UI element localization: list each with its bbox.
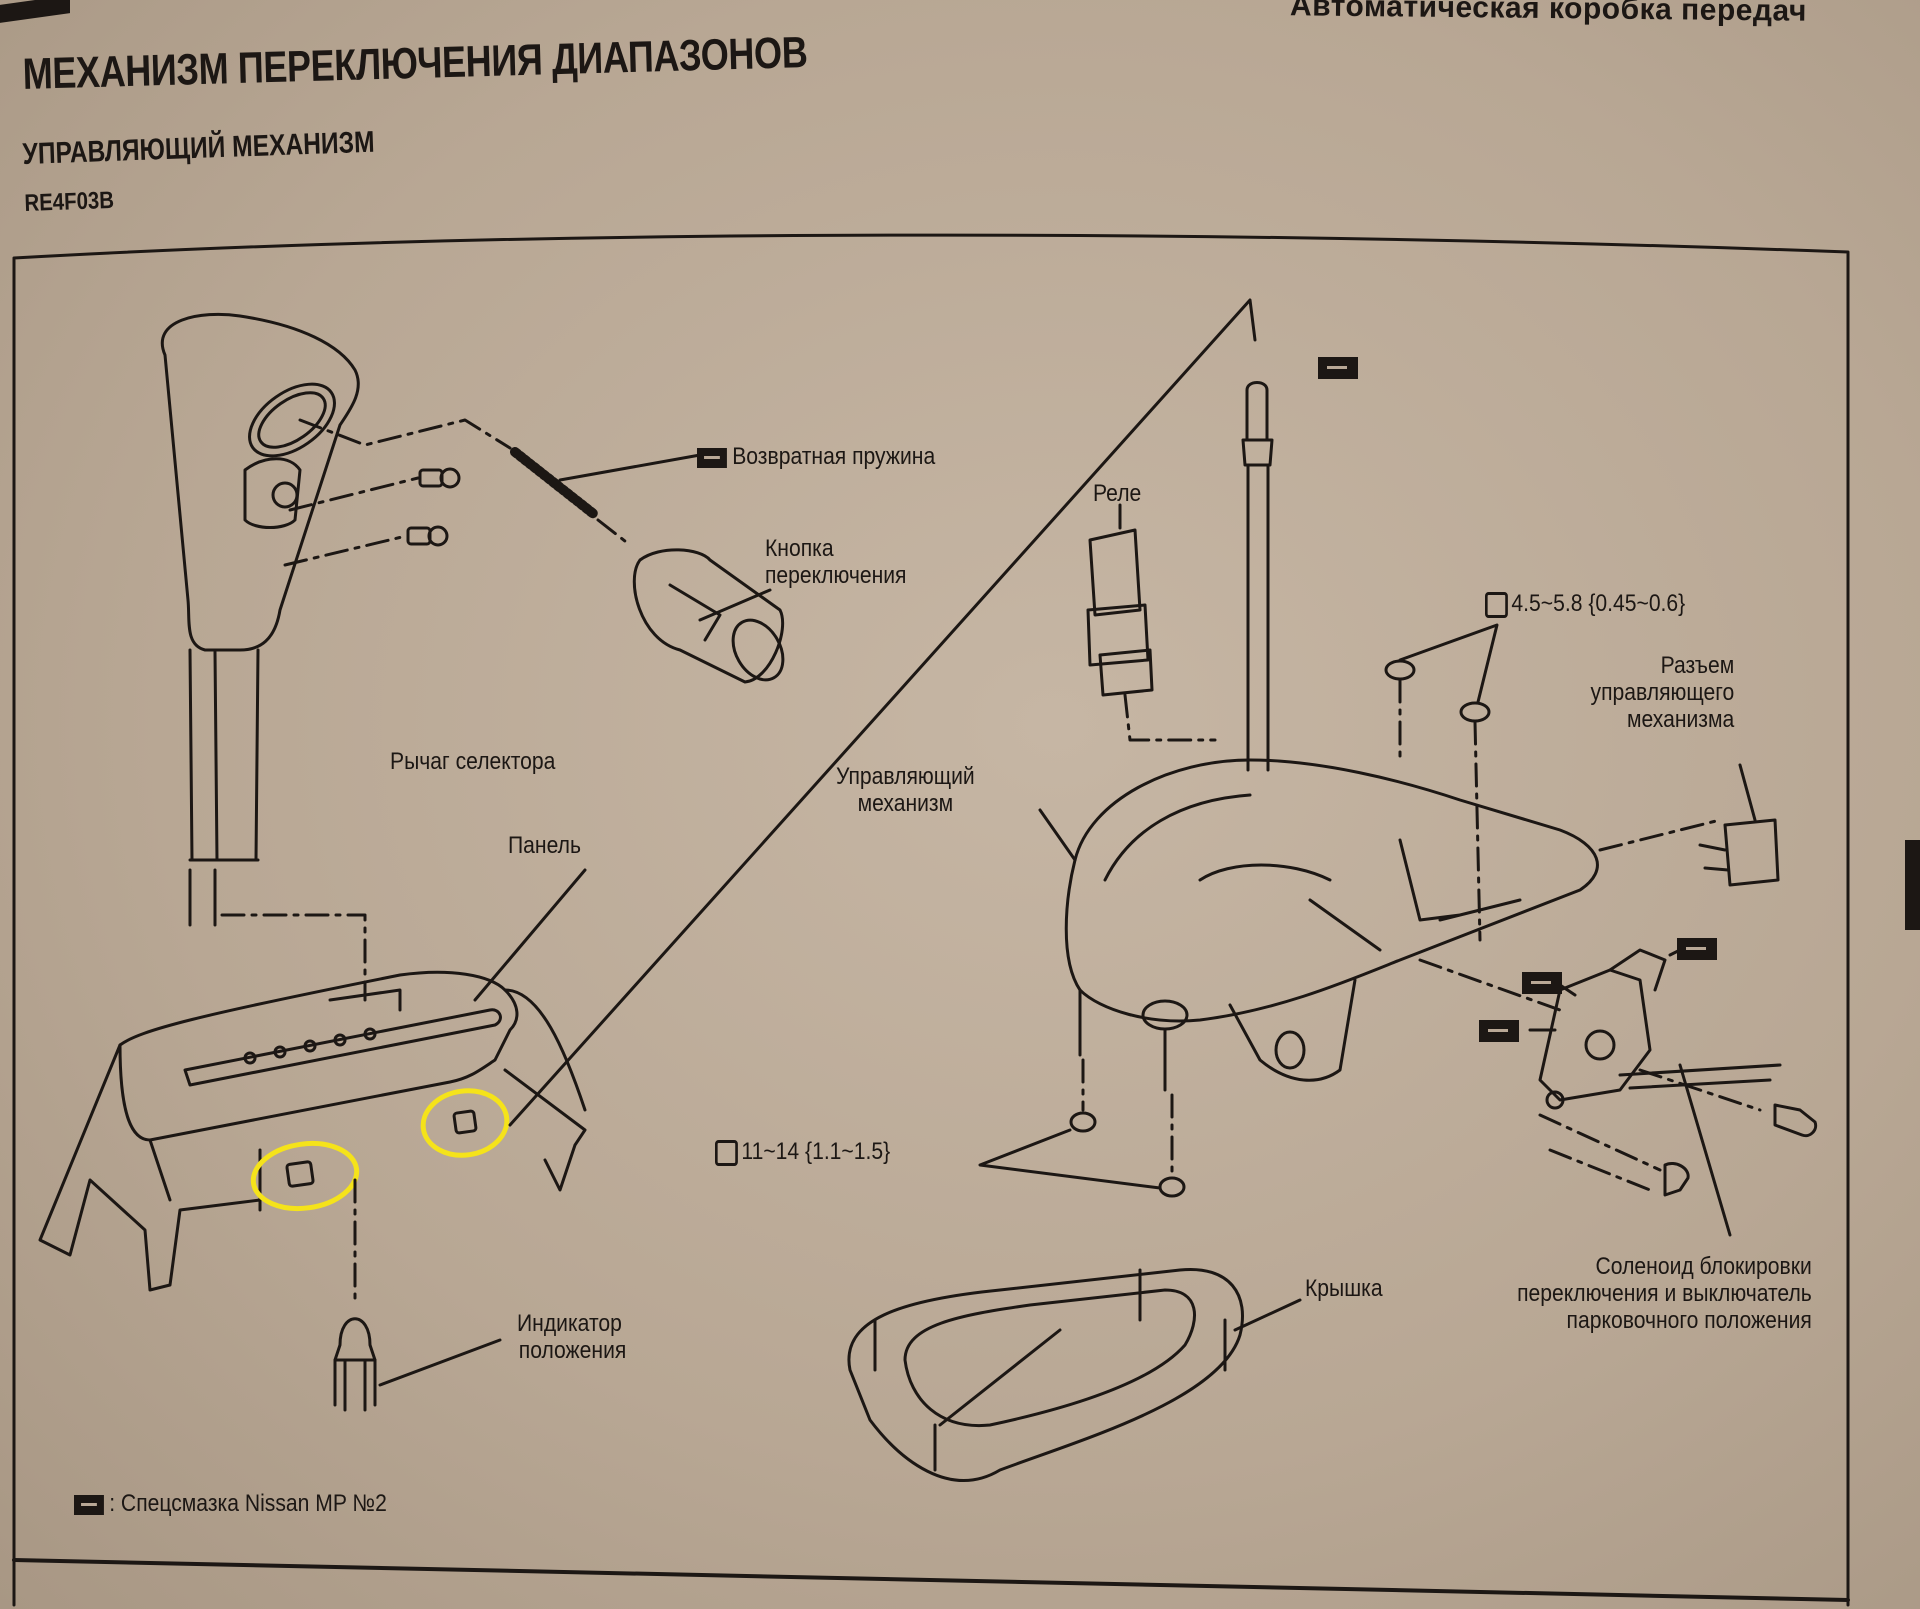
grease-icon <box>697 447 727 468</box>
torque-spec-upper: 4.5~5.8 {0.45~0.6} <box>1485 590 1685 618</box>
cover-drawing <box>847 1267 1302 1482</box>
label-solenoid: Соленоид блокировки переключения и выклю… <box>1512 1253 1812 1334</box>
label-selector-lever: Рычаг селектора <box>390 748 556 775</box>
return-spring-drawing <box>298 418 702 547</box>
label-control-mechanism: Управляющий механизм <box>836 763 975 817</box>
label-text: Разъем <box>1660 652 1735 679</box>
label-text: управляющего <box>1590 679 1735 706</box>
chapter-tab <box>1905 840 1920 930</box>
label-text: переключения <box>765 562 907 589</box>
grease-icon <box>74 1494 104 1515</box>
selector-lever-drawing <box>188 648 260 927</box>
label-text: Кнопка <box>765 535 834 562</box>
grease-icon <box>1677 938 1717 960</box>
diagram-frame <box>12 233 1850 1607</box>
label-cover: Крышка <box>1305 1275 1383 1302</box>
torque-value: 4.5~5.8 {0.45~0.6} <box>1511 590 1686 617</box>
selector-knob-drawing <box>161 312 360 652</box>
label-relay: Реле <box>1093 480 1142 507</box>
label-text: Управляющий <box>836 763 975 790</box>
connector-drawing <box>1598 763 1780 887</box>
label-text: Индикатор <box>517 1310 622 1337</box>
panel-drawing <box>38 868 587 1292</box>
highlight-circle-left <box>250 1140 360 1212</box>
solenoid-screws <box>1538 1103 1818 1197</box>
label-text: положения <box>518 1337 627 1364</box>
label-text: переключения и выключатель <box>1517 1280 1812 1307</box>
torque-spec-lower: 11~14 {1.1~1.5} <box>715 1138 890 1166</box>
torque-wrench-icon <box>715 1139 738 1166</box>
highlight-circle-right <box>420 1088 510 1158</box>
diagonal-divider <box>508 298 1257 1127</box>
lower-nuts-drawing <box>978 1058 1186 1198</box>
label-position-indicator: Индикатор положения <box>517 1310 626 1364</box>
bottom-rule <box>12 1558 1850 1602</box>
label-shift-button: Кнопка переключения <box>765 535 907 589</box>
label-panel: Панель <box>508 832 581 859</box>
label-text: механизма <box>1626 706 1735 733</box>
legend: : Спецсмазка Nissan MP №2 <box>74 1490 387 1517</box>
relay-drawing <box>1086 503 1217 742</box>
legend-text: : Спецсмазка Nissan MP №2 <box>109 1490 387 1517</box>
selector-shaft-drawing <box>1241 381 1274 772</box>
torque-value: 11~14 {1.1~1.5} <box>741 1138 891 1165</box>
label-text: Возвратная пружина <box>732 443 936 470</box>
label-text: парковочного положения <box>1566 1307 1812 1334</box>
grease-icon <box>1318 357 1358 379</box>
shift-button-drawing <box>632 548 785 684</box>
control-mechanism-drawing <box>1038 758 1599 1092</box>
grease-icon <box>1479 1020 1519 1042</box>
label-text: механизм <box>857 790 954 817</box>
grease-icon <box>1522 972 1562 994</box>
knob-screws <box>283 467 461 567</box>
label-return-spring: Возвратная пружина <box>697 443 935 470</box>
label-text: Соленоид блокировки <box>1595 1253 1812 1280</box>
label-connector: Разъем управляющего механизма <box>1590 652 1735 733</box>
position-indicator-drawing <box>333 1178 502 1412</box>
torque-wrench-icon <box>1485 591 1508 618</box>
solenoid-drawing <box>1418 948 1782 1237</box>
upper-nuts-drawing <box>1384 623 1499 942</box>
